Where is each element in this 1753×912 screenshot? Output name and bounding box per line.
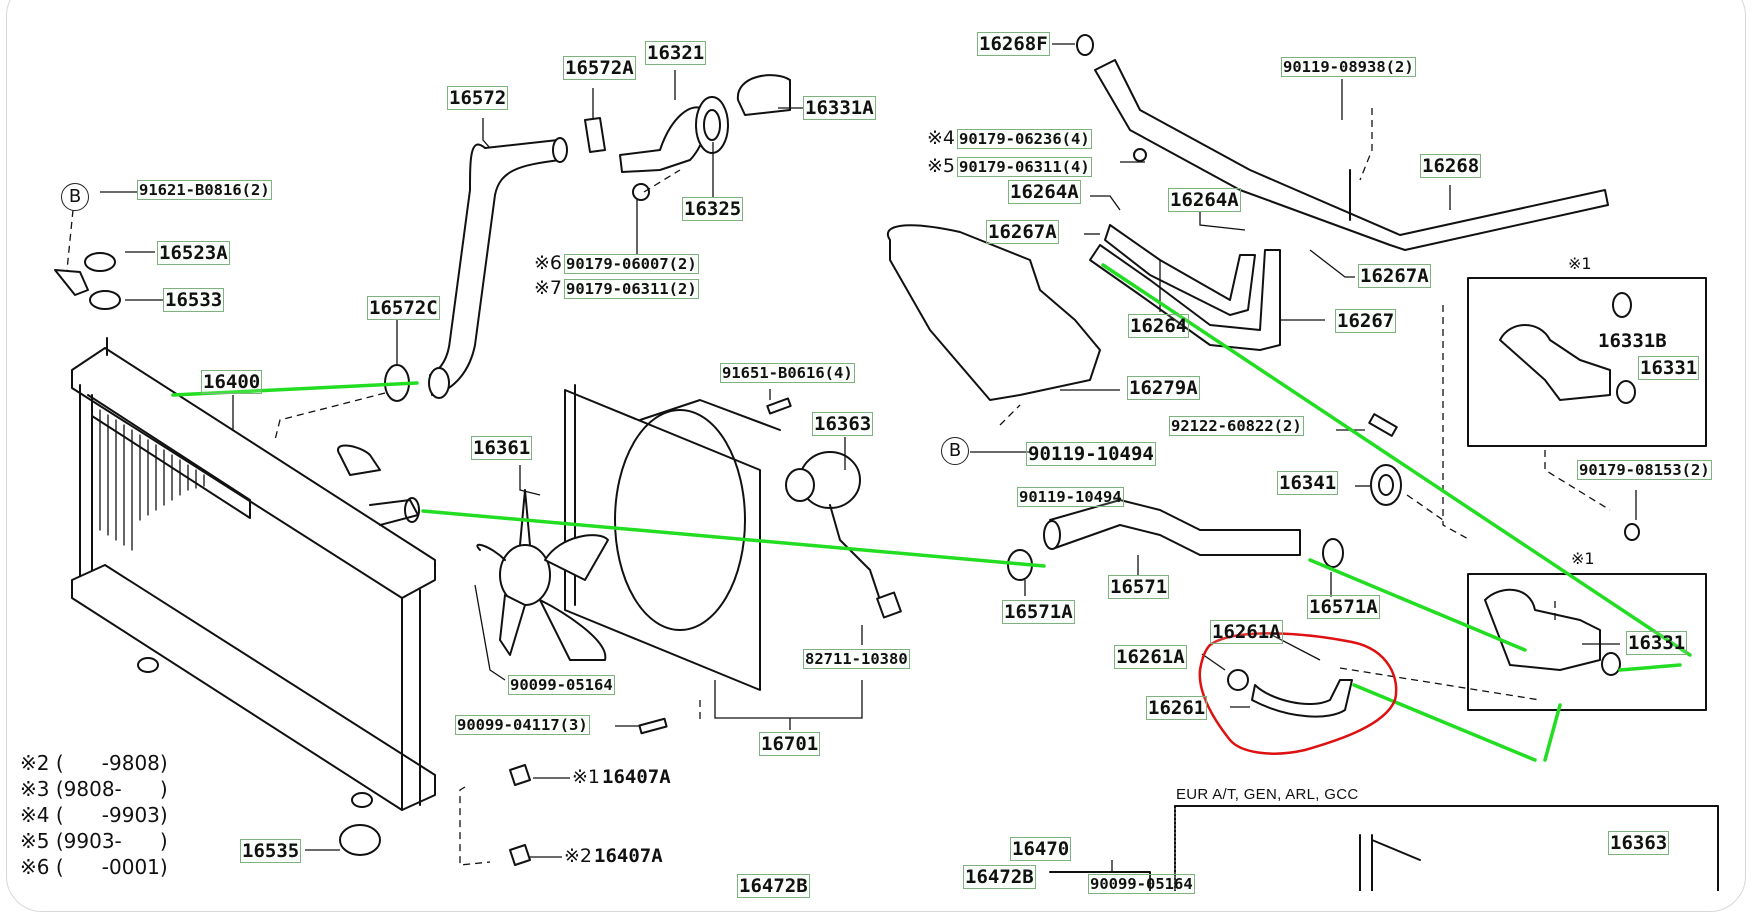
highlight-line-16331-outlet xyxy=(1618,663,1682,672)
date-range-notes: ※2 ( -9808) ※3 (9808- ) ※4 ( -9903) ※5 (… xyxy=(20,750,168,880)
part-label-90119-08938[interactable]: 90119-08938(2) xyxy=(1281,57,1416,77)
dashed-guides xyxy=(66,108,1611,866)
part-label-91621-b0816[interactable]: 91621-B0816(2) xyxy=(137,180,272,200)
variant-box-top xyxy=(1467,277,1707,447)
note-row: ※2 ( -9808) xyxy=(20,751,168,775)
part-label-16572c[interactable]: 16572C xyxy=(367,296,440,320)
part-label-16331a[interactable]: 16331A xyxy=(803,96,876,120)
red-circle-highlight xyxy=(1198,632,1398,755)
variant-mark-1-top: ※1 xyxy=(1568,254,1592,273)
part-label-16470[interactable]: 16470 xyxy=(1010,837,1072,861)
part-label-16279a[interactable]: 16279A xyxy=(1127,376,1200,400)
diagram-drawing xyxy=(54,34,1719,891)
highlight-line-upper-hose xyxy=(171,381,419,397)
part-label-16701[interactable]: 16701 xyxy=(759,732,821,756)
part-label-90099-05164-b[interactable]: 90099-05164 xyxy=(1088,874,1195,894)
part-label-16363[interactable]: 16363 xyxy=(812,412,874,436)
note-row: ※5 (9903- ) xyxy=(20,829,168,853)
part-label-16361[interactable]: 16361 xyxy=(471,436,533,460)
part-label-16472b-1[interactable]: 16472B xyxy=(737,874,810,898)
ref-circle-b-top: B xyxy=(61,183,89,211)
part-label-16325[interactable]: 16325 xyxy=(682,197,744,221)
part-label-16400[interactable]: 16400 xyxy=(201,370,263,394)
fan-blade-drawing xyxy=(476,489,609,661)
part-label-16264[interactable]: 16264 xyxy=(1128,314,1190,338)
water-bypass-pipe-drawing xyxy=(1094,59,1609,251)
part-label-16267[interactable]: 16267 xyxy=(1335,309,1397,333)
part-label-16268[interactable]: 16268 xyxy=(1420,154,1482,178)
part-label-16261[interactable]: 16261 xyxy=(1146,696,1208,720)
shield-drawing xyxy=(887,224,1101,401)
radiator-drawing xyxy=(71,337,436,811)
highlight-line-lower-hose xyxy=(421,509,1046,568)
part-label-16261a-2[interactable]: 16261A xyxy=(1114,645,1187,669)
note-row: ※3 (9808- ) xyxy=(20,777,168,801)
part-label-16472b-2[interactable]: 16472B xyxy=(963,865,1036,889)
leader-lines xyxy=(100,43,1637,872)
variant-region-title: EUR A/T, GEN, ARL, GCC xyxy=(1176,786,1359,803)
variant-box-bottom xyxy=(1467,573,1707,711)
part-label-16321[interactable]: 16321 xyxy=(645,41,707,65)
part-label-16571[interactable]: 16571 xyxy=(1108,575,1170,599)
radiator-fins xyxy=(91,404,205,551)
ref-circle-b-mid: B xyxy=(941,437,969,465)
highlight-lines xyxy=(171,263,1692,762)
note-row: ※4 ( -9903) xyxy=(20,803,168,827)
parts-diagram-canvas: B B 90119-10494 91621-B0816(2) 16523A 16… xyxy=(6,0,1746,912)
part-label-16264a-2[interactable]: 16264A xyxy=(1168,188,1241,212)
part-label-92122-60822[interactable]: 92122-60822(2) xyxy=(1169,416,1304,436)
part-label-16341[interactable]: 16341 xyxy=(1277,471,1339,495)
highlight-line-16264 xyxy=(1101,263,1692,657)
part-label-16331b[interactable]: 16331B xyxy=(1598,330,1667,352)
part-label-82711-10380[interactable]: 82711-10380 xyxy=(803,649,910,669)
part-label-16535[interactable]: 16535 xyxy=(240,839,302,863)
part-label-16261a-1[interactable]: 16261A xyxy=(1210,620,1283,644)
part-label-16331-bottom[interactable]: 16331 xyxy=(1626,631,1688,655)
part-label-90119-10494-a[interactable]: 90119-10494 xyxy=(1017,487,1124,507)
part-label-91651-b0616[interactable]: 91651-B0616(4) xyxy=(720,363,855,383)
note-row: ※6 ( -0001) xyxy=(20,855,168,879)
part-label-16571a-2[interactable]: 16571A xyxy=(1307,595,1380,619)
part-label-16264a-1[interactable]: 16264A xyxy=(1008,180,1081,204)
part-label-16363-b[interactable]: 16363 xyxy=(1608,831,1670,855)
part-label-90119-10494-b[interactable]: 90119-10494 xyxy=(1026,442,1156,466)
highlight-line-16571 xyxy=(1308,558,1527,652)
part-label-16267a-2[interactable]: 16267A xyxy=(1358,264,1431,288)
part-label-16533[interactable]: 16533 xyxy=(163,288,225,312)
part-label-16572[interactable]: 16572 xyxy=(447,86,509,110)
highlight-line-16261 xyxy=(1352,683,1537,762)
part-label-16331-top[interactable]: 16331 xyxy=(1638,356,1700,380)
highlight-line-16331-bottom xyxy=(1543,703,1562,762)
fan-shroud-drawing xyxy=(564,389,761,691)
bypass-hose-drawing xyxy=(1251,679,1353,718)
part-label-16571a-1[interactable]: 16571A xyxy=(1002,600,1075,624)
part-label-90099-05164[interactable]: 90099-05164 xyxy=(508,675,615,695)
part-label-16523a[interactable]: 16523A xyxy=(157,241,230,265)
part-label-90179-08153[interactable]: 90179-08153(2) xyxy=(1577,460,1712,480)
part-label-16267a-1[interactable]: 16267A xyxy=(986,220,1059,244)
part-label-16268f[interactable]: 16268F xyxy=(977,32,1050,56)
variant-box-eur xyxy=(1174,805,1719,891)
lower-hose-drawing xyxy=(1049,499,1301,556)
part-label-90099-04117[interactable]: 90099-04117(3) xyxy=(455,715,590,735)
part-label-16572a[interactable]: 16572A xyxy=(563,56,636,80)
variant-mark-1-bottom: ※1 xyxy=(1571,549,1595,568)
